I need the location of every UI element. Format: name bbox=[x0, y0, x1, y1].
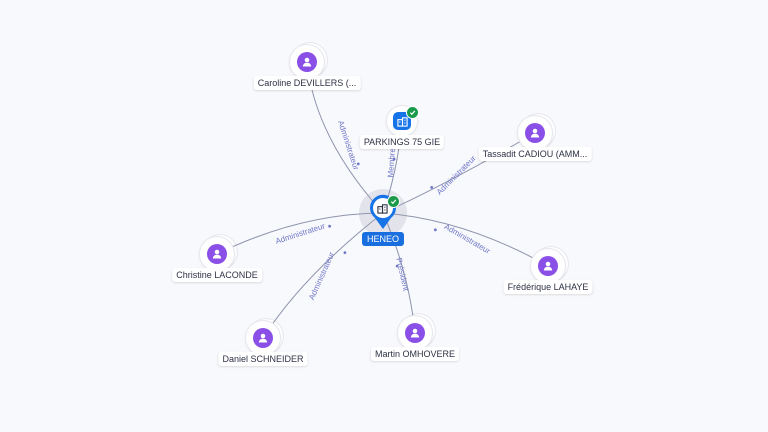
person-avatar[interactable] bbox=[246, 319, 283, 355]
edge-arrow-daniel bbox=[343, 251, 347, 255]
person-avatar[interactable] bbox=[290, 43, 327, 79]
edge-label-daniel: Administrateur bbox=[307, 250, 336, 301]
person-avatar[interactable] bbox=[531, 247, 568, 283]
edge-arrow-caroline bbox=[356, 162, 360, 166]
person-icon bbox=[538, 256, 558, 276]
node-label[interactable]: Caroline DEVILLERS (... bbox=[253, 76, 361, 90]
edge-arrow-frederique bbox=[433, 228, 437, 232]
edge-label-martin: Président bbox=[394, 257, 411, 293]
edge-arrow-christine bbox=[328, 224, 332, 228]
edge-daniel bbox=[262, 212, 384, 339]
person-icon bbox=[405, 323, 425, 343]
verified-check-icon bbox=[406, 106, 419, 119]
node-label[interactable]: Martin OMHOVERE bbox=[370, 347, 460, 361]
person-icon bbox=[253, 328, 273, 348]
person-icon bbox=[207, 244, 227, 264]
edge-label-frederique: Administrateur bbox=[443, 222, 492, 256]
person-avatar[interactable] bbox=[398, 314, 435, 350]
edge-arrow-tassadit bbox=[430, 185, 434, 189]
edge-christine bbox=[216, 212, 384, 255]
verified-check-icon bbox=[387, 195, 400, 208]
edge-label-parkings: Membre bbox=[386, 147, 397, 177]
building-icon bbox=[377, 201, 388, 219]
node-label[interactable]: Christine LACONDE bbox=[172, 268, 262, 282]
person-avatar[interactable] bbox=[200, 235, 237, 271]
person-avatar[interactable] bbox=[518, 114, 555, 150]
node-label[interactable]: Tassadit CADIOU (AMM... bbox=[478, 147, 592, 161]
edge-label-caroline: Administrateur bbox=[336, 119, 361, 171]
edge-label-christine: Administrateur bbox=[274, 221, 326, 246]
edge-label-tassadit: Administrateur bbox=[435, 154, 478, 197]
node-label[interactable]: Daniel SCHNEIDER bbox=[218, 352, 308, 366]
edge-tassadit bbox=[382, 132, 536, 214]
edge-arrow-parkings bbox=[392, 157, 396, 161]
edge-arrow-martin bbox=[395, 264, 399, 268]
person-icon bbox=[525, 123, 545, 143]
node-label[interactable]: Frédérique LAHAYE bbox=[503, 280, 593, 294]
edge-frederique bbox=[382, 212, 549, 267]
center-label[interactable]: HENEO bbox=[361, 232, 405, 246]
person-icon bbox=[297, 52, 317, 72]
node-label[interactable]: PARKINGS 75 GIE bbox=[359, 135, 445, 149]
